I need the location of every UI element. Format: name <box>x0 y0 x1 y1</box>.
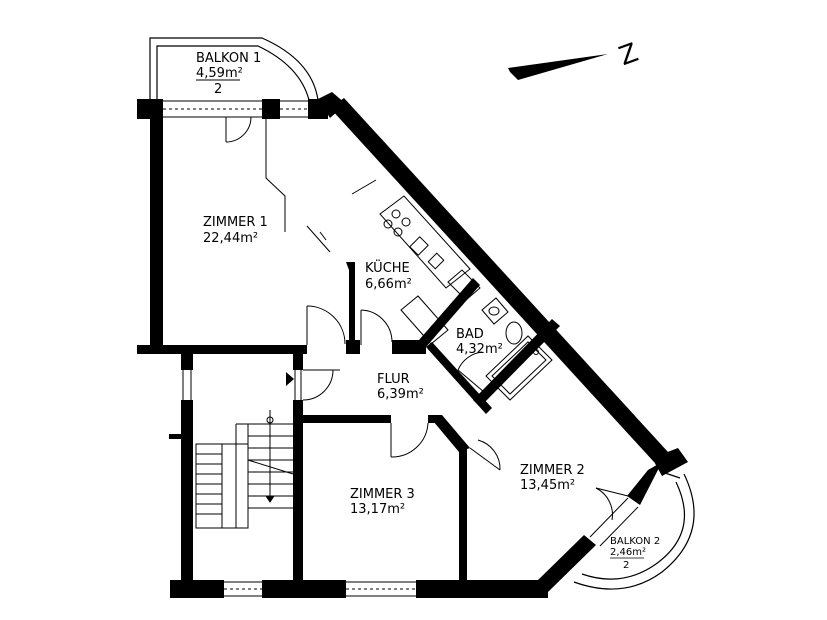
flur-name: FLUR <box>377 372 410 387</box>
balkon2-area: 2,46m² <box>610 547 646 558</box>
zimmer2-area: 13,45m² <box>520 478 575 493</box>
balkon2-level: 2 <box>623 560 629 571</box>
kitchen-counter <box>379 195 481 345</box>
balkon2-name: BALKON 2 <box>610 536 660 547</box>
doors <box>225 116 629 521</box>
balkon1-area: 4,59m² <box>196 66 243 81</box>
zimmer1-area: 22,44m² <box>203 231 258 246</box>
bad-area: 4,32m² <box>456 342 503 357</box>
bad-name: BAD <box>456 327 484 342</box>
flur-area: 6,39m² <box>377 387 424 402</box>
windows <box>163 100 416 597</box>
bathroom-fixtures <box>481 297 553 401</box>
zimmer1-name: ZIMMER 1 <box>203 215 268 230</box>
balkon1-name: BALKON 1 <box>196 51 261 66</box>
balkon1-level: 2 <box>214 82 222 97</box>
walls <box>137 92 688 598</box>
balcony-2 <box>573 471 695 590</box>
north-arrow-icon <box>508 54 608 80</box>
balcony-2-window <box>589 497 639 547</box>
north-label: Z <box>615 38 642 72</box>
balcony-1 <box>149 37 319 101</box>
zimmer3-area: 13,17m² <box>350 502 405 517</box>
kueche-name: KÜCHE <box>365 259 410 276</box>
entrance-arrow-icon <box>286 372 294 386</box>
zimmer3-name: ZIMMER 3 <box>350 487 415 502</box>
kueche-area: 6,66m² <box>365 277 412 292</box>
staircase <box>195 410 294 529</box>
zimmer2-name: ZIMMER 2 <box>520 463 585 478</box>
